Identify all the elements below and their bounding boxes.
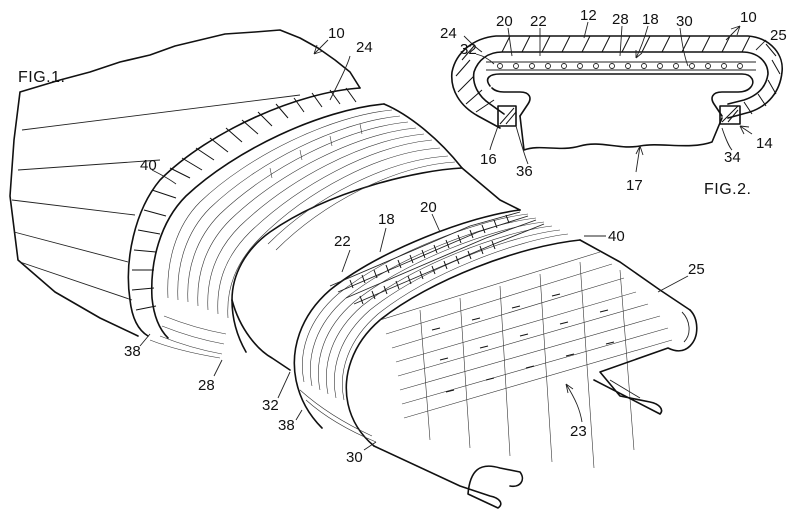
fig2-ring-hatching bbox=[455, 35, 781, 115]
fig1-fabric-mesh bbox=[379, 251, 673, 469]
fig1-label-25: 25 bbox=[688, 261, 705, 278]
fig1-perforated-strip bbox=[329, 211, 545, 305]
fig1-body-panel-lines bbox=[11, 94, 301, 301]
fig2-label-14: 14 bbox=[756, 135, 773, 152]
fig2-core-break bbox=[519, 115, 723, 151]
fig1-outer-body-outline bbox=[9, 29, 361, 337]
fig2-label-28: 28 bbox=[612, 11, 629, 28]
fig1-label-32: 32 bbox=[262, 397, 279, 414]
fig2-label-36: 36 bbox=[516, 163, 533, 180]
fig2-label-30: 30 bbox=[676, 13, 693, 30]
fig2-flange-hatching bbox=[499, 105, 739, 125]
fig1-winding-band-2-outline bbox=[293, 209, 521, 429]
fig2-outer-profile bbox=[451, 35, 783, 129]
fig2-label-34: 34 bbox=[724, 149, 741, 166]
fig1-left-wraps bbox=[149, 315, 227, 359]
fig1-sheath-hatching bbox=[131, 87, 357, 311]
fig2-labels: FIG.2. 24 32 20 22 12 28 18 30 10 25 14 … bbox=[440, 7, 787, 198]
fig2-label-24: 24 bbox=[440, 25, 457, 42]
fig1-winding-band-1-top bbox=[383, 103, 463, 169]
fig1-title: FIG.1. bbox=[18, 69, 65, 86]
fig1-fabric-outline bbox=[579, 239, 691, 311]
fig1-label-30: 30 bbox=[346, 449, 363, 466]
fig1-winding-band-2-edge bbox=[345, 239, 581, 447]
fig1-channel-inner bbox=[609, 311, 690, 399]
fig2-label-20: 20 bbox=[496, 13, 513, 30]
fig1-label-40b: 40 bbox=[608, 228, 625, 245]
fig1-label-18: 18 bbox=[378, 211, 395, 228]
fig1-sheath-end-inner bbox=[150, 103, 385, 339]
fig2-label-12: 12 bbox=[580, 7, 597, 24]
leader-lines bbox=[139, 21, 767, 451]
fig1-winding-band-1-wraps bbox=[167, 109, 456, 319]
fig1-channel-profile bbox=[373, 309, 698, 509]
fig2-wire-row bbox=[486, 61, 756, 71]
fig1-sheath-end-outer bbox=[127, 87, 361, 337]
fig1-drawing bbox=[9, 29, 698, 509]
fig2-label-22: 22 bbox=[530, 13, 547, 30]
fig1-label-28: 28 bbox=[198, 377, 215, 394]
fig1-labels: FIG.1. 10 24 40 18 20 22 40 25 38 28 32 … bbox=[18, 25, 705, 466]
fig1-label-22: 22 bbox=[334, 233, 351, 250]
fig2-label-17: 17 bbox=[626, 177, 643, 194]
fig2-label-18: 18 bbox=[642, 11, 659, 28]
fig2-label-25: 25 bbox=[770, 27, 787, 44]
fig2-inner-channel bbox=[486, 73, 754, 117]
fig1-label-23: 23 bbox=[570, 423, 587, 440]
fig2-label-32: 32 bbox=[460, 41, 477, 58]
fig2-inner-profile bbox=[472, 51, 769, 115]
fig1-label-40a: 40 bbox=[140, 157, 157, 174]
fig2-drawing bbox=[451, 35, 783, 151]
fig1-label-38b: 38 bbox=[278, 417, 295, 434]
fig1-core-top bbox=[461, 167, 521, 211]
fig2-right-flange bbox=[719, 105, 741, 125]
fig1-winding-band-1-right bbox=[231, 167, 463, 353]
fig1-core-front bbox=[231, 299, 291, 371]
fig2-label-10: 10 bbox=[740, 9, 757, 26]
fig1-label-24: 24 bbox=[356, 39, 373, 56]
fig1-label-20: 20 bbox=[420, 199, 437, 216]
fig2-title: FIG.2. bbox=[704, 181, 751, 198]
fig2-label-16: 16 bbox=[480, 151, 497, 168]
fig1-label-10: 10 bbox=[328, 25, 345, 42]
fig1-label-38a: 38 bbox=[124, 343, 141, 360]
fig1-winding-band-2-wraps bbox=[299, 213, 569, 443]
